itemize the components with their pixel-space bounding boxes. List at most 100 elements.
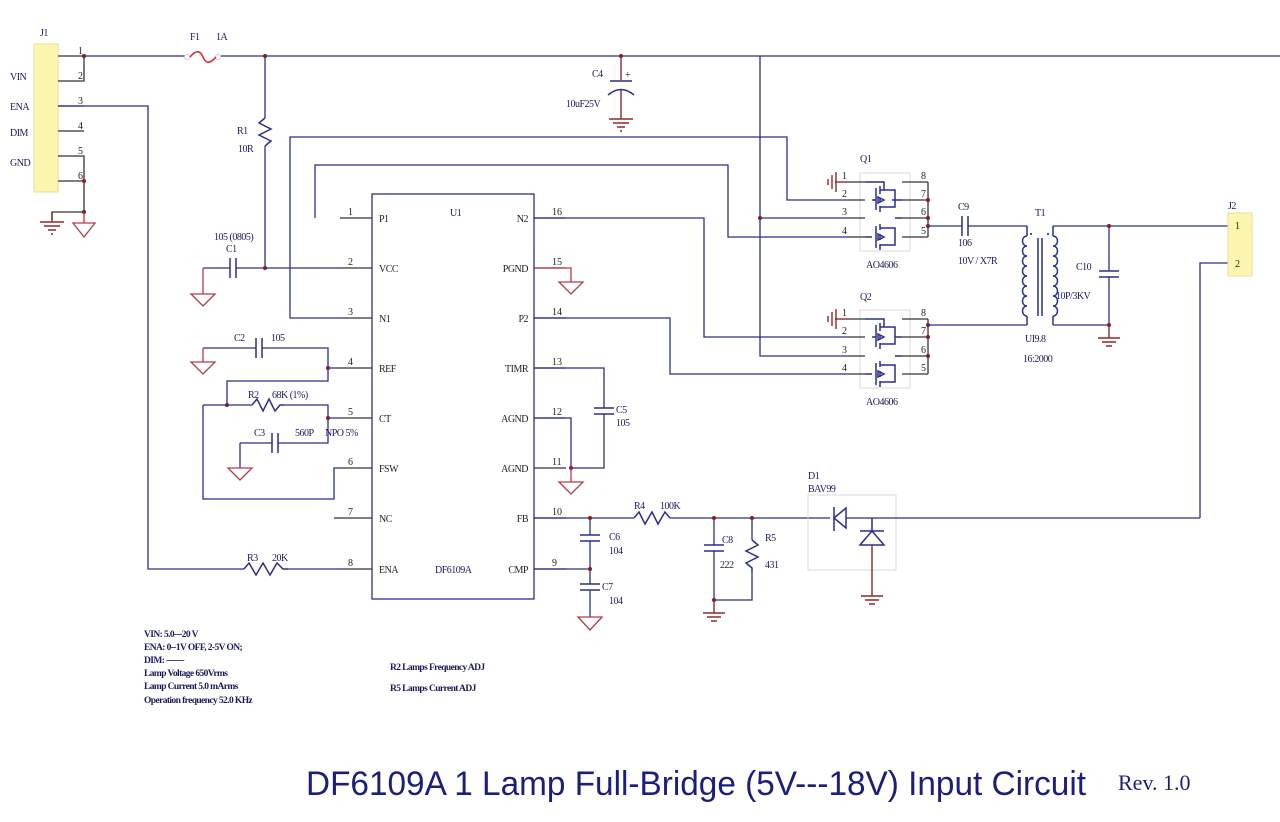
connector-j1-body (33, 43, 59, 193)
ic-pin-number: 1 (348, 207, 353, 218)
ic-ref: U1 (450, 208, 462, 219)
j2-pin-2: 2 (1235, 259, 1240, 270)
ic-pin-number: 16 (552, 207, 562, 218)
r5-value: 431 (765, 560, 779, 571)
c10-value: 10P/3KV (1056, 291, 1092, 302)
ic-pin-name: N1 (379, 314, 391, 325)
r2-value: 68K (1%) (272, 390, 308, 401)
earth-ground-icon (703, 600, 725, 622)
q1-pin-1: 1 (842, 171, 847, 182)
c9-value: 106 (958, 238, 972, 249)
capacitor-c10: C10 10P/3KV (1053, 224, 1228, 347)
ic-pin-number: 7 (348, 507, 353, 518)
spec-line: Operation frequency 52.0 KHz (144, 696, 253, 706)
spec-line: Lamp Voltage 650Vrms (144, 669, 228, 679)
q2-pin-1: 1 (842, 308, 847, 319)
t1-ratio: 16:2000 (1023, 354, 1053, 365)
j1-ref: J1 (40, 28, 48, 39)
q1-ref: Q1 (860, 154, 872, 165)
c1-ref: C1 (226, 244, 237, 255)
j1-pin-2: 2 (78, 71, 83, 82)
schematic-title: DF6109A 1 Lamp Full-Bridge (5V---18V) In… (306, 765, 1087, 803)
capacitor-c7: C7 104 (534, 567, 624, 631)
ic-pin-number: 8 (348, 558, 353, 569)
ic-pin-name: FSW (379, 464, 399, 475)
capacitor-c8: C8 222 (703, 516, 735, 622)
capacitor-c2: C2 105 (189, 333, 340, 375)
c2-ref: C2 (234, 333, 245, 344)
t1-core: UI9.8 (1025, 334, 1046, 345)
q2-value: AO4606 (866, 397, 898, 408)
j1-pin-5: 5 (78, 146, 83, 157)
q1-pin-5: 5 (921, 226, 926, 237)
f1-value: 1A (216, 32, 229, 43)
ic-pin-name: AGND (501, 464, 528, 475)
ic-u1-body (371, 193, 535, 600)
c1-value: 105 (0805) (214, 232, 253, 243)
q1-pin-7: 7 (921, 189, 926, 200)
resistor-r4: R4 100K (630, 501, 830, 526)
ic-pin-number: 6 (348, 457, 353, 468)
ic-pin-name: NC (379, 514, 393, 525)
ic-pin-number: 14 (552, 307, 562, 318)
wire-p2 (534, 317, 850, 375)
ground-icon (557, 468, 585, 495)
earth-ground-icon (827, 172, 837, 192)
ic-part: DF6109A (435, 565, 473, 576)
wire-agnd (534, 417, 572, 468)
earth-ground-icon (861, 595, 883, 605)
c7-ref: C7 (602, 582, 613, 593)
wire-n2 (534, 217, 850, 338)
mosfet-q2: Q2 1 2 3 4 5 6 7 8 AO4606 (827, 292, 930, 408)
c4-value: 10uF25V (566, 99, 602, 110)
ic-pin-name: CT (379, 414, 391, 425)
ic-pin-number: 2 (348, 257, 353, 268)
r1-value: 10R (238, 144, 254, 155)
d1-value: BAV99 (808, 484, 836, 495)
q1-value: AO4606 (866, 260, 898, 271)
ic-pin-name: P2 (518, 314, 528, 325)
connector-j1: J1 VIN ENA DIM GND 1 2 3 4 5 6 (10, 28, 97, 239)
wire-n1 (289, 136, 850, 319)
mosfet-q1: Q1 1 2 3 4 5 6 7 8 AO4606 (827, 154, 930, 271)
ic-pin-number: 5 (348, 407, 353, 418)
c4-polarity: + (625, 70, 631, 81)
ic-pin-number: 10 (552, 507, 562, 518)
capacitor-c3: C3 560P NPO 5% (226, 418, 359, 481)
q1-pin-8: 8 (921, 171, 926, 182)
ic-pin-name: VCC (379, 264, 399, 275)
earth-ground-icon (40, 212, 64, 235)
adjustment-line: R2 Lamps Frequency ADJ (390, 663, 485, 673)
resistor-r2: R2 68K (1%) (225, 368, 340, 420)
ic-pin-number: 9 (552, 558, 557, 569)
ic-pin-number: 4 (348, 357, 353, 368)
c9-ref: C9 (958, 202, 969, 213)
q2-pin-7: 7 (921, 326, 926, 337)
resistor-r1: R1 10R (237, 56, 273, 268)
capacitor-c4: + C4 10uF25V (566, 56, 635, 132)
c7-value: 104 (609, 596, 623, 607)
earth-ground-icon (609, 118, 633, 132)
ic-pin-p1: 1P1 (340, 207, 390, 225)
c8-ref: C8 (722, 535, 733, 546)
wire-fsw (202, 405, 340, 500)
spec-line: DIM: ------- (144, 656, 184, 666)
ic-pin-number: 11 (552, 457, 562, 468)
f1-ref: F1 (190, 32, 200, 43)
resistor-r3: R3 20K (58, 105, 340, 577)
ic-pin-number: 15 (552, 257, 562, 268)
j1-pin-4: 4 (78, 121, 83, 132)
r2-ref: R2 (248, 390, 259, 401)
spec-line: Lamp Current 5.0 mArms (144, 682, 239, 692)
q2-pin-2: 2 (842, 326, 847, 337)
q1-pin-6: 6 (921, 207, 926, 218)
fuse-f1: F1 1A (184, 32, 229, 63)
r3-ref: R3 (247, 553, 258, 564)
q2-pin-4: 4 (842, 363, 847, 374)
j1-signal-dim: DIM (10, 128, 29, 139)
c3-note: NPO 5% (325, 428, 358, 439)
